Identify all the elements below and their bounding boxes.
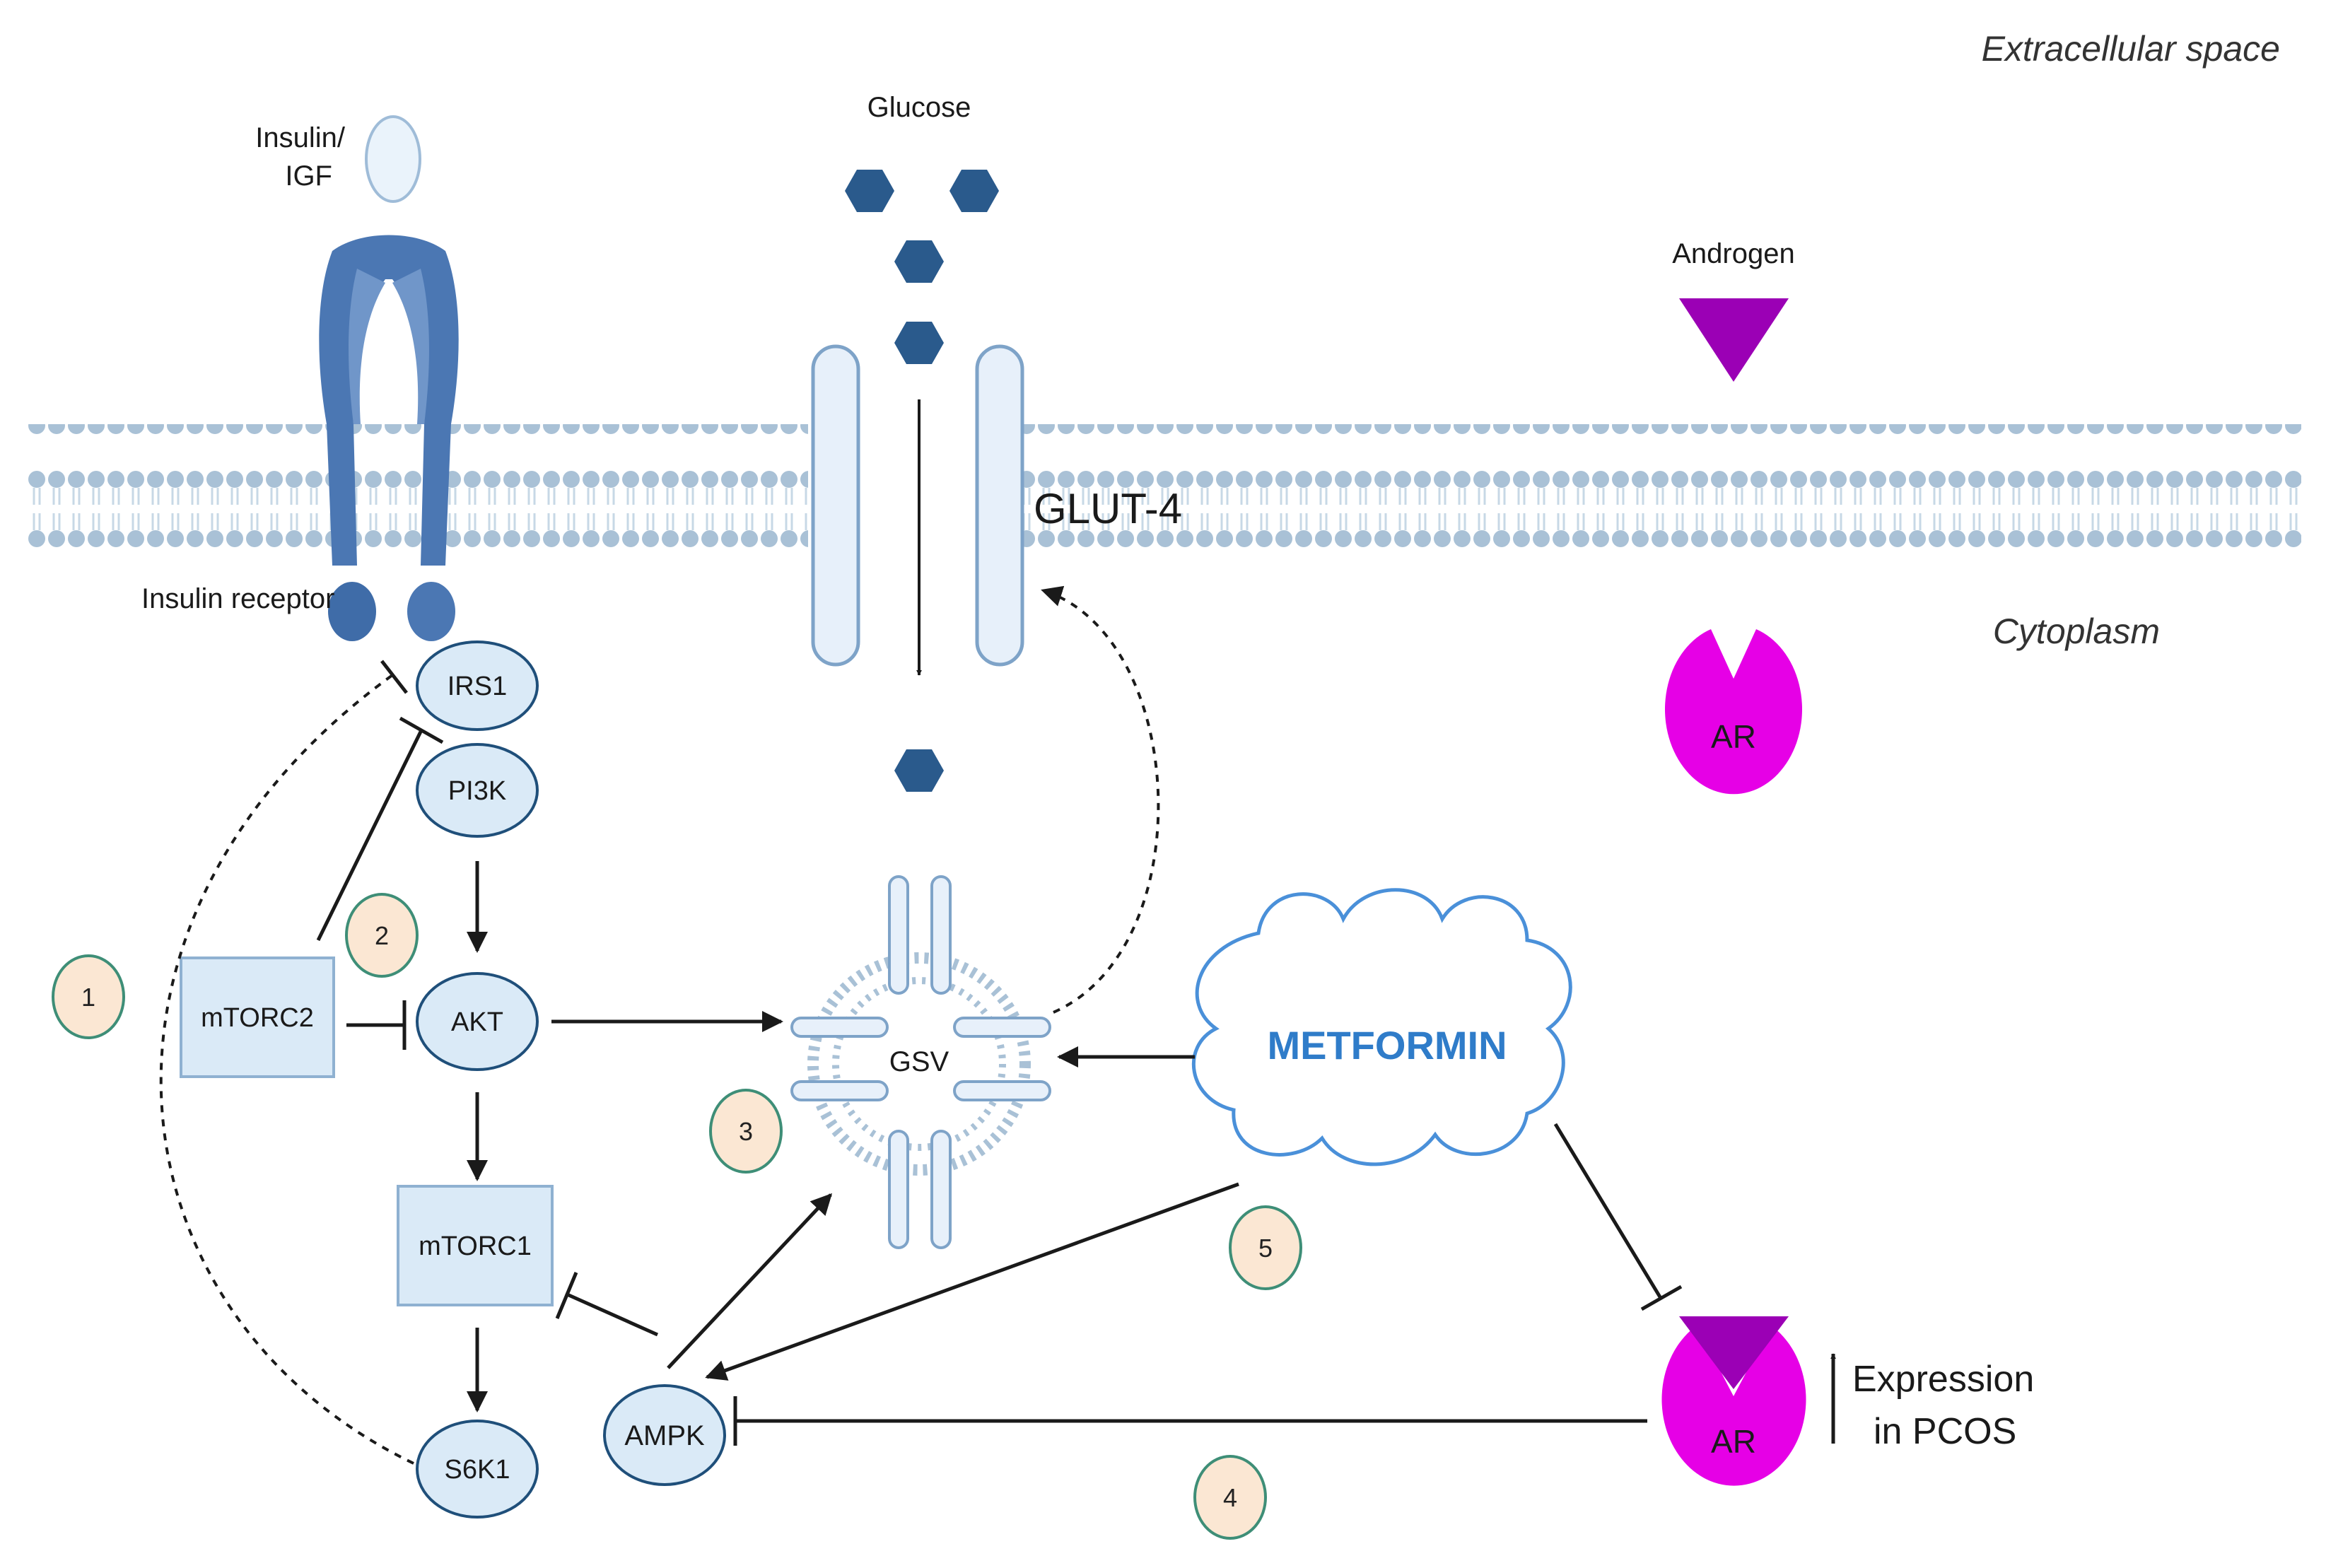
node-mtorc1: mTORC1 xyxy=(397,1185,554,1306)
node-s6k1: S6K1 xyxy=(416,1420,539,1519)
expression-label-line2: in PCOS xyxy=(1874,1411,2016,1452)
glucose-molecule xyxy=(894,749,944,792)
irs1-label: IRS1 xyxy=(448,672,507,701)
pathway-edges xyxy=(159,585,1683,1465)
akt-label: AKT xyxy=(451,1007,503,1037)
expression-in-pcos: Expression in PCOS xyxy=(1830,1353,2034,1452)
glut4-transporter xyxy=(811,344,1024,667)
node-mtorc2: mTORC2 xyxy=(180,956,335,1078)
mtorc2-label: mTORC2 xyxy=(201,1003,314,1033)
badge-3: 3 xyxy=(709,1089,783,1174)
glucose-molecule xyxy=(894,322,944,364)
androgen-label: Androgen xyxy=(1672,238,1794,269)
cell-membrane xyxy=(27,424,2301,573)
inhibit-mtorc2-irs1 xyxy=(316,730,423,942)
glucose-molecule xyxy=(949,170,999,212)
insulin-ligand-circle xyxy=(365,115,421,203)
badge-5-label: 5 xyxy=(1258,1234,1273,1263)
s6k1-label: S6K1 xyxy=(445,1455,510,1485)
mtorc1-label: mTORC1 xyxy=(419,1231,532,1261)
bound-androgen-triangle xyxy=(1679,1316,1789,1389)
badge-3-label: 3 xyxy=(739,1117,753,1146)
ar-bottom-label: AR xyxy=(1711,1423,1756,1460)
glut4-label: GLUT-4 xyxy=(1034,485,1182,532)
insulin-label-line2: IGF xyxy=(285,160,332,192)
insulin-label-line1: Insulin/ xyxy=(255,122,346,153)
inhibit-s6k1-irs1-dotted xyxy=(159,674,414,1465)
badge-2-label: 2 xyxy=(375,921,389,950)
node-ampk: AMPK xyxy=(603,1384,726,1486)
extracellular-label: Extracellular space xyxy=(1982,29,2280,69)
cytoplasm-label: Cytoplasm xyxy=(1993,612,2160,651)
glucose-label: Glucose xyxy=(867,92,971,123)
metformin-label: METFORMIN xyxy=(1267,1023,1507,1067)
edge-gsv-glut4-dotted xyxy=(1041,585,1160,1014)
glucose-molecule xyxy=(845,170,894,212)
gsv-label: GSV xyxy=(889,1046,949,1077)
badge-5: 5 xyxy=(1229,1205,1302,1290)
androgen-receptor-bottom: AR xyxy=(1661,1316,1806,1486)
pi3k-label: PI3K xyxy=(448,776,506,806)
insulin-receptor-label: Insulin receptor xyxy=(141,583,334,614)
insulin-ligand: Insulin/ IGF xyxy=(255,115,421,203)
gsv-vesicle: GSV xyxy=(790,875,1051,1249)
androgen-triangle xyxy=(1679,298,1789,382)
node-akt: AKT xyxy=(416,972,539,1071)
glucose-molecule xyxy=(894,240,944,283)
edge-ampk-gsv xyxy=(667,1193,833,1369)
badge-1-label: 1 xyxy=(81,983,95,1012)
badge-2: 2 xyxy=(345,893,419,978)
androgen-receptor-top: AR xyxy=(1664,629,1802,795)
insulin-receptor xyxy=(319,235,459,641)
ar-top-label: AR xyxy=(1711,718,1756,755)
ampk-label: AMPK xyxy=(624,1420,705,1451)
inhibit-metformin-ar xyxy=(1553,1123,1664,1301)
glucose-molecules xyxy=(845,170,999,792)
node-irs1: IRS1 xyxy=(416,640,539,731)
expression-label-line1: Expression xyxy=(1852,1359,2034,1400)
edge-metformin-ampk xyxy=(705,1182,1239,1381)
badge-1: 1 xyxy=(52,954,125,1039)
inhibit-ampk-mtorc1 xyxy=(564,1292,659,1337)
badge-4-label: 4 xyxy=(1223,1483,1237,1512)
badge-4: 4 xyxy=(1193,1455,1267,1540)
step-badges: 1 2 3 4 5 xyxy=(52,893,1302,1540)
metformin-cloud: METFORMIN xyxy=(1191,888,1572,1166)
node-pi3k: PI3K xyxy=(416,743,539,838)
